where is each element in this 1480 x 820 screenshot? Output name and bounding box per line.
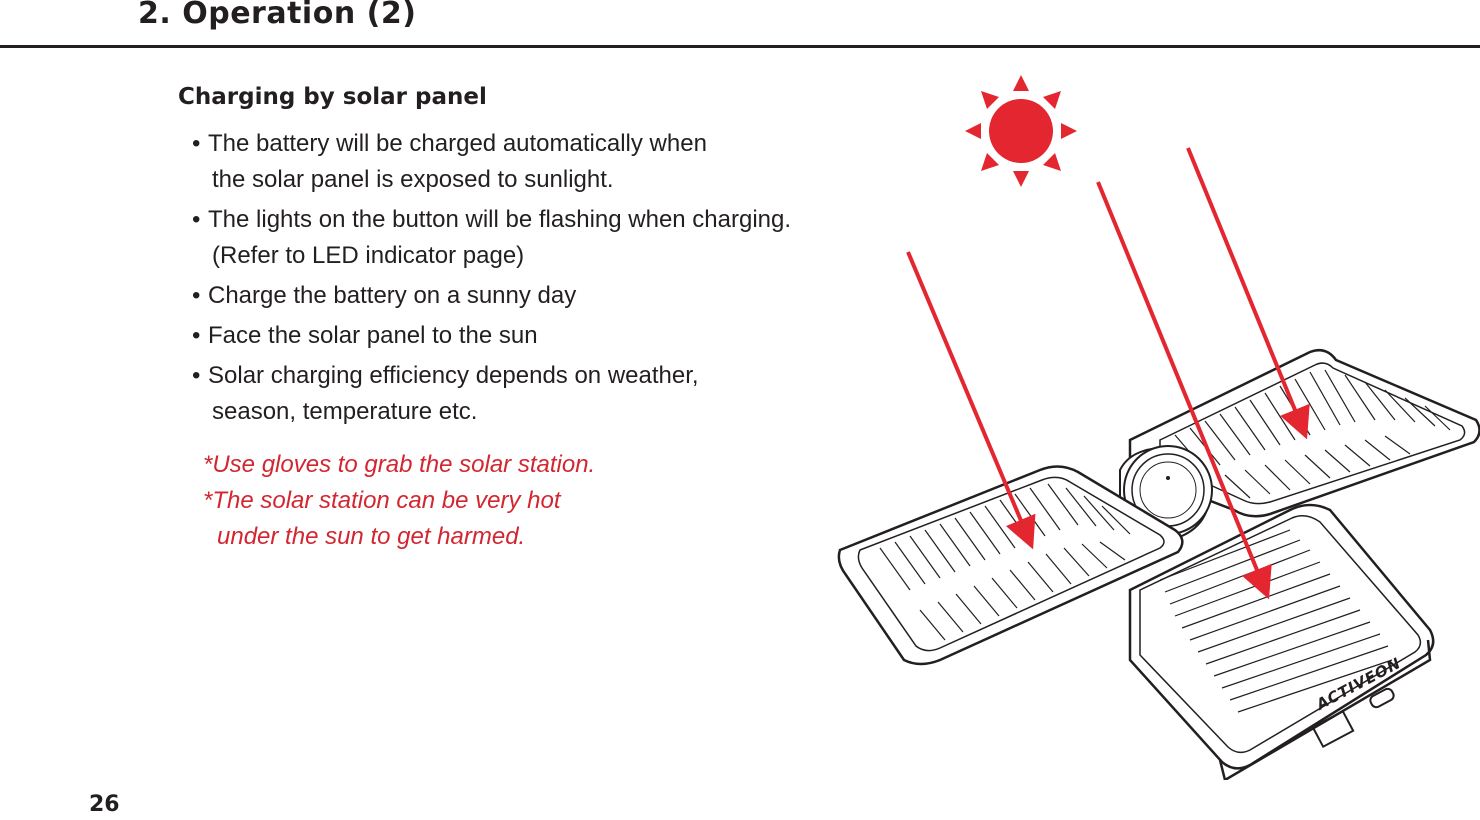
sunlight-arrow xyxy=(1096,181,1272,600)
battery-top-panel xyxy=(1139,515,1422,754)
battery-grille xyxy=(1159,529,1393,713)
warning-line: under the sun to get harmed. xyxy=(217,523,526,550)
page-number: 26 xyxy=(89,792,120,817)
warning-line: *The solar station can be very hot xyxy=(203,487,561,514)
instruction-list: • The battery will be charged automatica… xyxy=(192,126,892,434)
sunlight-arrow xyxy=(906,251,1036,550)
list-item-text: Charge the battery on a sunny day xyxy=(208,282,577,309)
sun-icon xyxy=(965,75,1077,187)
section-title: Charging by solar panel xyxy=(178,84,487,110)
list-item: • Face the solar panel to the sun xyxy=(192,318,892,354)
list-item-text-cont: the solar panel is exposed to sunlight. xyxy=(212,166,614,193)
title-divider xyxy=(0,45,1480,48)
solar-panel-left xyxy=(837,465,1184,666)
list-item-text-cont: (Refer to LED indicator page) xyxy=(212,242,525,269)
list-item-text: The battery will be charged automaticall… xyxy=(208,130,707,157)
sunlight-arrow xyxy=(1186,147,1310,440)
solar-station-illustration: ACTIVEON xyxy=(837,75,1480,780)
bullet-icon: • xyxy=(192,322,201,349)
sunlight-arrows xyxy=(906,147,1310,600)
usb-port-icon xyxy=(1311,687,1395,749)
warning-line: *Use gloves to grab the solar station. xyxy=(203,451,596,478)
bullet-icon: • xyxy=(192,282,201,309)
list-item-text: The lights on the button will be flashin… xyxy=(208,206,792,233)
page-title: 2. Operation (2) xyxy=(138,0,417,31)
list-item: • Solar charging efficiency depends on w… xyxy=(192,358,892,430)
bullet-icon: • xyxy=(192,362,201,389)
list-item: • Charge the battery on a sunny day xyxy=(192,278,892,314)
list-item-text: Solar charging efficiency depends on wea… xyxy=(208,362,699,389)
battery-base xyxy=(1128,503,1435,780)
bullet-icon: • xyxy=(192,130,201,157)
list-item-text: Face the solar panel to the sun xyxy=(208,322,538,349)
list-item: • The battery will be charged automatica… xyxy=(192,126,892,198)
bullet-icon: • xyxy=(192,206,201,233)
list-item-text-cont: season, temperature etc. xyxy=(212,398,478,425)
safety-warning: *Use gloves to grab the solar station. *… xyxy=(203,447,595,555)
list-item: • The lights on the button will be flash… xyxy=(192,202,892,274)
